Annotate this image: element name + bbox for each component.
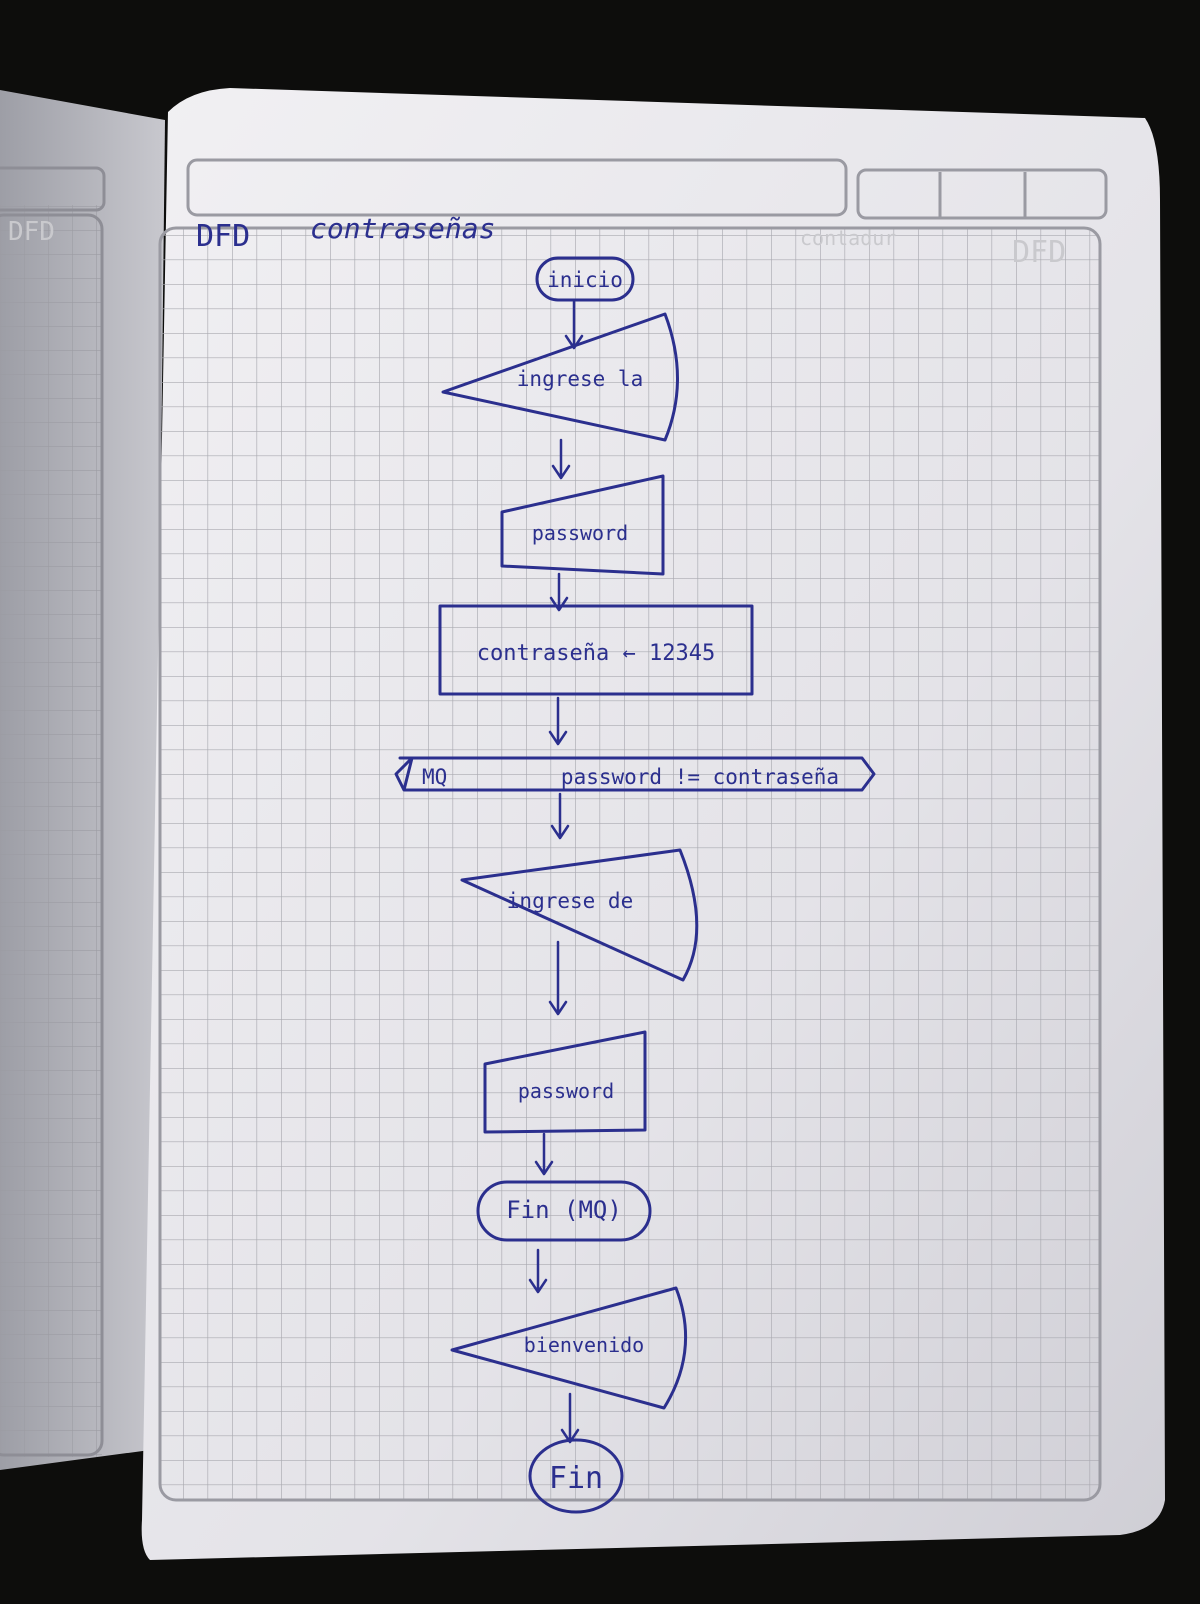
assign-label: contraseña ← 12345 — [477, 641, 715, 666]
read1-label: password — [532, 521, 628, 545]
arrow-loopend-welcome — [528, 1248, 548, 1294]
loop-keyword: MQ — [422, 765, 447, 789]
arrow-welcome-end — [560, 1392, 580, 1444]
read1-input — [500, 474, 665, 576]
arrow-loop-prompt2 — [550, 792, 570, 840]
start-terminal — [535, 256, 635, 302]
arrow-read1-assign — [549, 572, 569, 612]
welcome-display — [450, 1286, 688, 1410]
ghost-text-left: DFD — [8, 217, 55, 247]
read2-input — [483, 1030, 647, 1134]
prompt1-label: ingrese la — [517, 367, 643, 391]
ghost-text-right: DFD — [1012, 235, 1066, 270]
welcome-label: bienvenido — [524, 1333, 644, 1357]
prompt2-display — [460, 848, 699, 982]
end-label: Fin — [549, 1461, 603, 1496]
read2-label: password — [518, 1079, 614, 1103]
ghost-text-mid: contadur — [800, 226, 896, 250]
end-terminal — [528, 1438, 624, 1514]
left-page — [0, 90, 165, 1470]
loop-end-terminal — [476, 1180, 652, 1242]
page-title: DFD — [196, 219, 250, 254]
loop-block — [394, 756, 876, 792]
assign-process — [438, 604, 754, 696]
start-label: inicio — [547, 268, 623, 292]
arrow-prompt2-read2 — [548, 940, 568, 1016]
loop-end-label: Fin (MQ) — [506, 1196, 622, 1224]
flowchart: inicio ingrese la password contraseña ← … — [394, 256, 876, 1514]
prompt2-label: ingrese de — [507, 889, 633, 913]
arrow-start-prompt1 — [564, 300, 584, 350]
loop-condition: password != contraseña — [561, 765, 839, 789]
arrow-assign-loop — [548, 696, 568, 746]
prompt1-display — [441, 312, 679, 442]
right-page — [141, 88, 1165, 1560]
arrow-read2-loopend — [534, 1132, 554, 1176]
page-subtitle: contraseñas — [310, 212, 495, 245]
arrow-prompt1-read1 — [551, 438, 571, 480]
